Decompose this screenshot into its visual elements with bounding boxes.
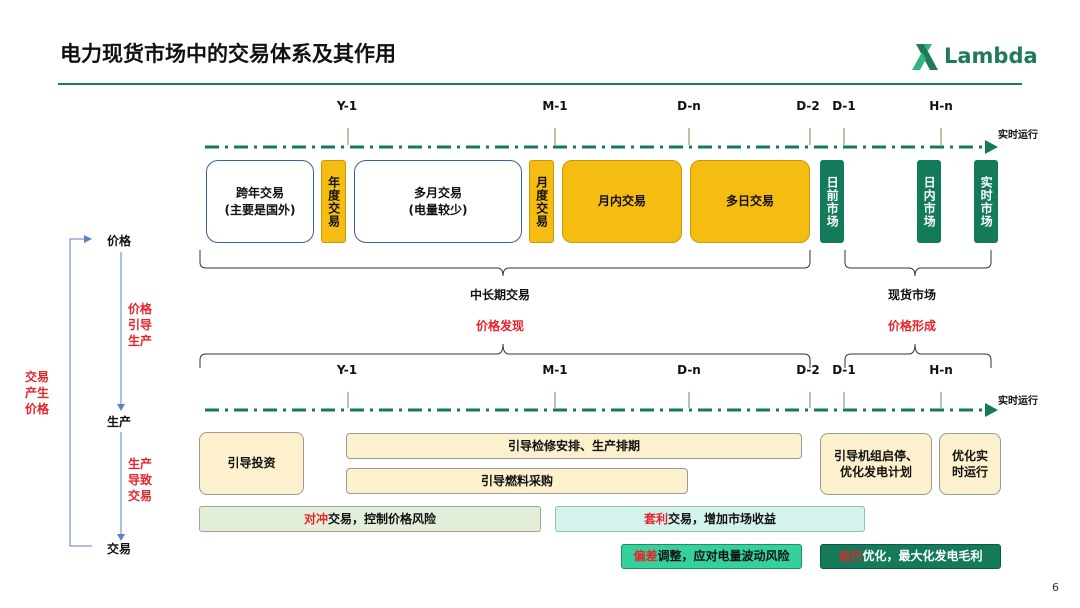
intraday-market-box: 日内市场 [917,160,941,243]
arbitrage-highlight: 套利 [643,511,668,526]
tick-label-m1-lower: M-1 [542,363,568,377]
cross-year-trading-box: 跨年交易(主要是国外) [206,160,314,243]
deviation-highlight: 偏差 [633,549,658,564]
lambda-logo-icon [910,42,942,72]
deviation-adjustment-box: 偏差调整，应对电量波动风险 [621,544,802,569]
page-number: 6 [1052,581,1059,594]
guide-units-line1: 引导机组启停、 [833,448,918,463]
monthly-trading-box: 月度交易 [529,160,554,243]
logo-text: Lambda [944,44,1038,68]
day-ahead-label: 日前市场 [825,175,840,228]
multi-month-trading-box: 多月交易(电量较少) [354,160,522,243]
optimize-realtime-line2: 时运行 [951,465,988,479]
price-guides-production-label: 价格引导生产 [127,302,152,348]
axis-production-label: 生产 [107,415,132,429]
tick-label-d1-lower: D-1 [832,363,856,377]
intra-month-label: 月内交易 [597,194,646,209]
annual-label: 年度交易 [326,175,341,228]
hedge-highlight: 对冲 [303,511,328,526]
tick-label-d2: D-2 [796,99,820,113]
hedge-trading-box: 对冲交易，控制价格风险 [199,506,541,532]
guide-fuel-label: 引导燃料采购 [480,473,553,488]
price-formation-label: 价格形成 [888,319,937,333]
day-ahead-market-box: 日前市场 [820,160,844,243]
realtime-market-label: 实时市场 [979,175,994,228]
multi-day-label: 多日交易 [725,194,774,209]
tick-label-y1-lower: Y-1 [336,363,358,377]
guide-investment-label: 引导投资 [227,456,276,471]
operation-text: 优化，最大化发电毛利 [862,549,983,564]
operation-optimization-box: 运行优化，最大化发电毛利 [820,544,1001,569]
guide-fuel-box: 引导燃料采购 [346,468,688,494]
production-leads-trading-label: 生产导致交易 [127,457,152,503]
axis-price-label: 价格 [107,234,132,248]
annual-trading-box: 年度交易 [321,160,346,243]
intra-month-trading-box: 月内交易 [562,160,682,243]
price-discovery-label: 价格发现 [476,319,525,333]
tick-label-d1: D-1 [832,99,856,113]
page-title: 电力现货市场中的交易体系及其作用 [60,42,396,66]
trading-creates-price-label: 交易产生价格 [24,370,49,416]
tick-label-m1: M-1 [542,99,568,113]
tick-label-y1: Y-1 [336,99,358,113]
tick-label-hn-lower: H-n [929,363,953,377]
optimize-realtime-box: 优化实时运行 [939,433,1001,495]
tick-label-dn-lower: D-n [677,363,701,377]
intraday-label: 日内市场 [922,175,937,228]
tick-label-d2-lower: D-2 [796,363,820,377]
optimize-realtime-line1: 优化实 [951,448,988,463]
operation-highlight: 运行 [838,549,863,564]
title-divider [58,83,1022,85]
deviation-text: 调整，应对电量波动风险 [657,549,790,564]
arbitrage-text: 交易，增加市场收益 [668,511,777,526]
cross-year-note: (主要是国外) [224,202,296,217]
timeline-end-label-lower: 实时运行 [998,396,1038,407]
guide-units-line2: 优化发电计划 [839,465,912,479]
arbitrage-trading-box: 套利交易，增加市场收益 [555,506,865,532]
guide-maintenance-label: 引导检修安排、生产排期 [507,438,640,453]
hedge-text: 交易，控制价格风险 [328,511,437,526]
tick-label-dn: D-n [677,99,701,113]
multi-month-note: (电量较少) [408,202,468,217]
cross-year-label: 跨年交易 [235,186,284,201]
guide-investment-box: 引导投资 [199,432,304,495]
monthly-label: 月度交易 [534,175,549,228]
realtime-market-box: 实时市场 [974,160,998,243]
multi-day-trading-box: 多日交易 [690,160,810,243]
spot-market-label: 现货市场 [888,288,937,302]
tick-label-hn: H-n [929,99,953,113]
guide-units-box: 引导机组启停、优化发电计划 [820,433,932,495]
axis-trading-label: 交易 [107,542,132,556]
multi-month-label: 多月交易 [413,186,462,201]
mid-long-term-label: 中长期交易 [470,288,531,302]
timeline-end-label: 实时运行 [998,130,1038,141]
guide-maintenance-box: 引导检修安排、生产排期 [346,433,802,459]
